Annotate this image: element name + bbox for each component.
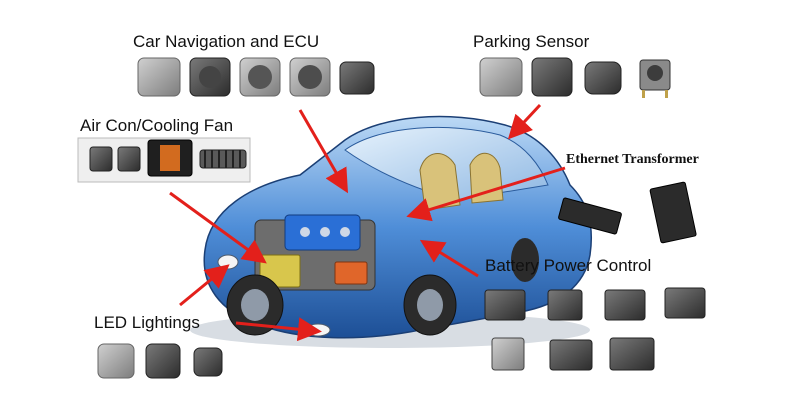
arrow-air-con [169, 191, 267, 264]
air-con-components [77, 137, 251, 183]
parking-sensor-components [479, 57, 671, 98]
car-navigation-components [137, 57, 375, 97]
pointer-arrows [169, 103, 566, 342]
label-car-navigation: Car Navigation and ECU [133, 32, 320, 51]
led-lightings-components [97, 343, 223, 379]
arrow-parking-sensor [507, 103, 542, 140]
arrow-car-navigation [298, 109, 348, 194]
ethernet-transformer-components [558, 181, 697, 244]
arrow-ethernet-transformer [406, 166, 566, 222]
arrow-battery-power [419, 239, 479, 278]
arrow-led-headlight [179, 264, 230, 307]
label-led-lightings: LED Lightings [94, 313, 200, 332]
battery-power-components [484, 287, 706, 371]
label-ethernet-transformer: Ethernet Transformer [566, 152, 699, 167]
car-illustration [190, 115, 592, 348]
arrow-led-foglight [235, 317, 322, 342]
label-battery-power: Battery Power Control [485, 256, 652, 275]
headlight [217, 254, 239, 270]
label-parking-sensor: Parking Sensor [473, 32, 590, 51]
label-air-con: Air Con/Cooling Fan [80, 116, 234, 135]
